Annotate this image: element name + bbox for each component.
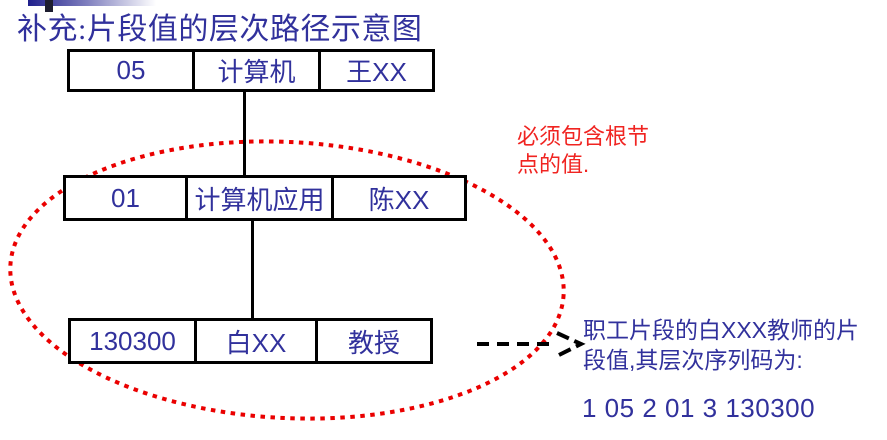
node-leaf: 130300 白XX 教授 <box>68 318 433 364</box>
node-middle: 01 计算机应用 陈XX <box>63 175 467 221</box>
slide-header-rule <box>28 0 156 6</box>
tree-connector <box>251 220 254 319</box>
node-root: 05 计算机 王XX <box>67 49 435 92</box>
slide-title: 补充:片段值的层次路径示意图 <box>17 13 423 46</box>
node-cell: 01 <box>111 182 140 213</box>
slide-header-tab <box>45 0 53 12</box>
highlight-ellipse <box>8 139 566 421</box>
node-cell: 计算机应用 <box>185 178 331 218</box>
tree-connector <box>243 91 246 176</box>
node-cell: 130300 <box>89 325 176 356</box>
node-cell: 白XX <box>194 321 315 361</box>
dashed-arrow-right-icon <box>477 331 586 358</box>
sequence-code: 1 05 2 01 3 130300 <box>582 393 816 423</box>
leaf-note: 职工片段的白XXX教师的片段值,其层次序列码为: <box>583 317 860 373</box>
node-cell: 教授 <box>315 321 430 361</box>
node-cell: 05 <box>116 55 146 85</box>
node-cell: 王XX <box>318 52 432 89</box>
node-cell: 计算机 <box>192 52 318 89</box>
node-cell: 陈XX <box>331 178 464 218</box>
root-rule-note: 必须包含根节点的值. <box>517 124 650 177</box>
